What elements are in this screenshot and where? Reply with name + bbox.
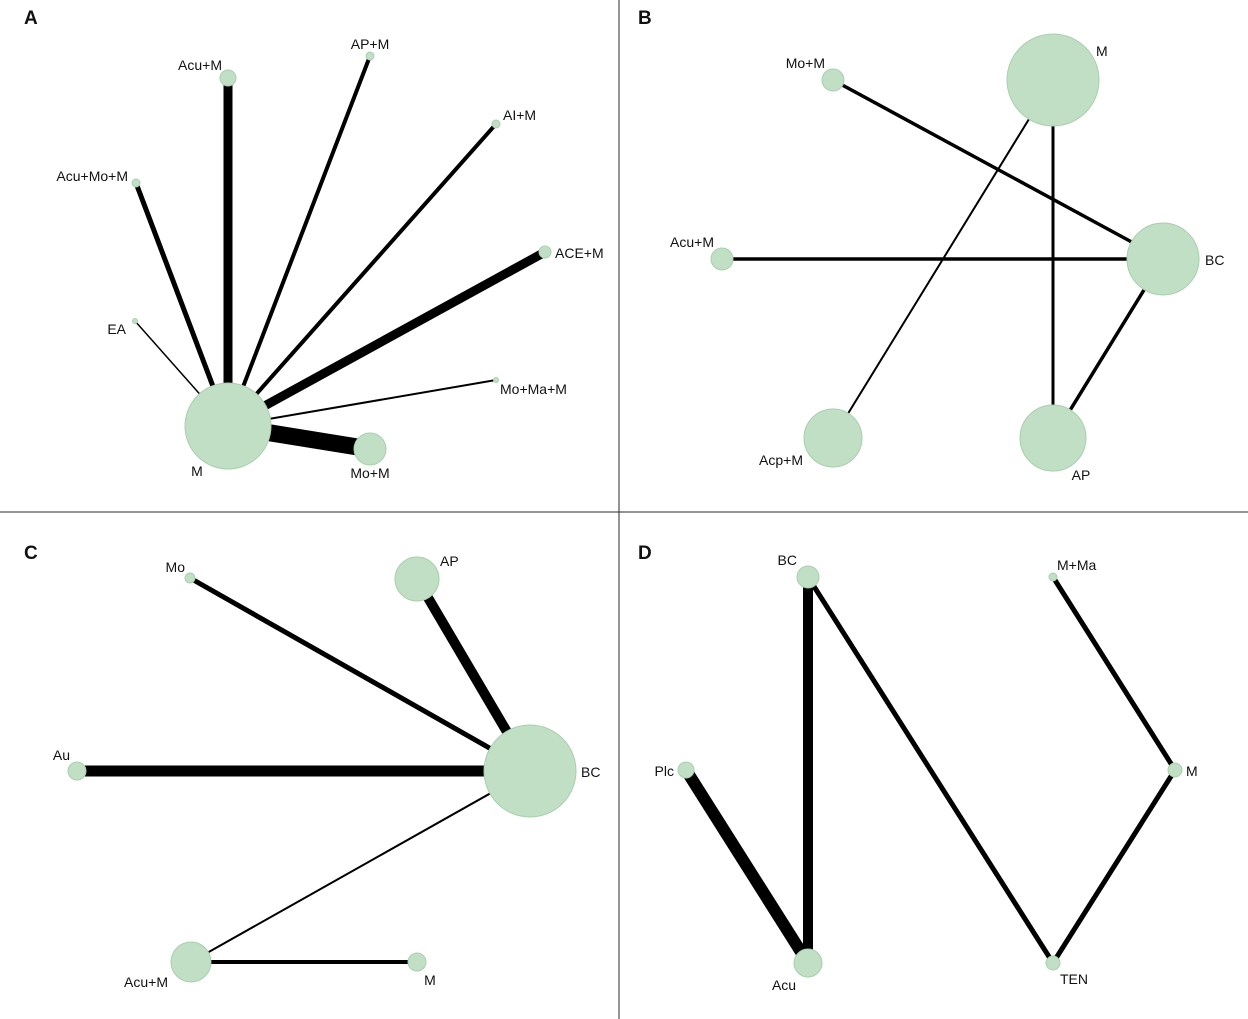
- panel-b-label-m: M: [1096, 43, 1108, 59]
- panel-c-label-ap: AP: [440, 553, 459, 569]
- panel-b-label-bc: BC: [1205, 252, 1224, 268]
- panel-b-label-mo-plus-m: Mo+M: [786, 55, 825, 71]
- panel-c-letter: C: [24, 543, 38, 564]
- panel-b-edge-m-to-acp-plus-m: [832, 79, 1054, 439]
- panel-c-node-bc: [483, 724, 577, 818]
- panel-d-node-plc: [677, 761, 695, 779]
- panel-d-label-acu: Acu: [772, 977, 796, 993]
- panel-b-node-ap: [1019, 404, 1087, 472]
- panel-b-label-acu-plus-m: Acu+M: [670, 234, 714, 250]
- panel-d-edge-bc-to-ten: [805, 575, 1056, 965]
- panel-d-label-m: M: [1186, 763, 1198, 779]
- panel-d-label-m-plus-ma: M+Ma: [1057, 557, 1097, 573]
- panel-c-label-m: M: [424, 972, 436, 988]
- panel-c-node-acu-plus-m: [170, 941, 212, 983]
- panel-d-node-m-plus-ma: [1048, 572, 1058, 582]
- panel-d-node-acu: [793, 948, 823, 978]
- panel-c-node-m: [407, 952, 427, 972]
- panel-c-node-ap: [394, 556, 440, 602]
- panel-d-edge-plc-to-acu: [680, 766, 814, 967]
- panel-d-node-ten: [1045, 955, 1061, 971]
- panel-a-label-mo-plus-m: Mo+M: [350, 465, 389, 481]
- panel-d-letter: D: [638, 543, 652, 564]
- panel-a-node-acu-plus-m: [219, 69, 237, 87]
- panel-c-node-au: [67, 761, 87, 781]
- panel-a-edge-m-to-mo-plus-ma-plus-m: [227, 379, 497, 427]
- panel-a-label-m: M: [191, 463, 203, 479]
- panel-d-label-bc: BC: [778, 552, 797, 568]
- panel-a-node-mo-plus-m: [353, 432, 387, 466]
- panel-a-label-acu-plus-mo-plus-m: Acu+Mo+M: [56, 168, 128, 184]
- panel-c-label-mo: Mo: [166, 559, 186, 575]
- panel-a-label-ap-plus-m: AP+M: [351, 36, 390, 52]
- panel-a-edge-m-to-ap-plus-m: [226, 55, 372, 427]
- panel-a-node-ai-plus-m: [491, 119, 501, 129]
- panel-c-node-mo: [184, 572, 196, 584]
- panel-d-edge-m-plus-ma-to-m: [1050, 575, 1178, 772]
- panel-a-label-ai-plus-m: AI+M: [503, 107, 536, 123]
- panel-a-edge-m-to-ace-plus-m: [225, 248, 548, 430]
- panel-a-edge-m-to-ai-plus-m: [226, 122, 498, 428]
- panel-a-node-ace-plus-m: [538, 245, 552, 259]
- panel-d-node-bc: [796, 565, 820, 589]
- panel-a-node-ap-plus-m: [365, 51, 375, 61]
- panel-a-node-m: [184, 382, 272, 470]
- panel-a: A Acu+M AP+M AI+M Acu+Mo+M ACE+M EA Mo+Ma+M M Mo…: [24, 8, 604, 481]
- panel-c-label-acu-plus-m: Acu+M: [124, 974, 168, 990]
- panel-c-label-au: Au: [53, 747, 70, 763]
- panel-b-letter: B: [638, 8, 652, 29]
- panel-d-node-m: [1167, 762, 1183, 778]
- panel-b-node-bc: [1126, 222, 1200, 296]
- panel-a-node-mo-plus-ma-plus-m: [493, 377, 499, 383]
- panel-a-node-ea: [132, 318, 138, 324]
- panel-b-label-acp-plus-m: Acp+M: [759, 452, 803, 468]
- panel-d-label-ten: TEN: [1060, 971, 1088, 987]
- panel-b-node-acu-plus-m: [710, 247, 734, 271]
- panel-c-edge-mo-to-bc: [188, 575, 532, 774]
- panel-b: B Mo+M M Acu+M BC Acp+M AP: [638, 8, 1224, 483]
- panel-d-edge-m-to-ten: [1050, 768, 1178, 965]
- panel-b-node-m: [1006, 33, 1100, 127]
- panel-a-letter: A: [24, 8, 38, 29]
- panel-c-edge-acu-plus-m-to-bc: [190, 770, 531, 963]
- panel-d-label-plc: Plc: [655, 763, 674, 779]
- panel-b-node-acp-plus-m: [803, 408, 863, 468]
- panel-a-label-ace-plus-m: ACE+M: [555, 245, 604, 261]
- panel-a-label-mo-plus-ma-plus-m: Mo+Ma+M: [500, 381, 567, 397]
- panel-a-label-ea: EA: [107, 321, 126, 337]
- panel-b-label-ap: AP: [1072, 467, 1091, 483]
- panel-b-node-mo-plus-m: [821, 68, 845, 92]
- panel-a-node-acu-plus-mo-plus-m: [131, 178, 141, 188]
- panel-a-label-acu-plus-m: Acu+M: [178, 57, 222, 73]
- panel-c-label-bc: BC: [581, 764, 600, 780]
